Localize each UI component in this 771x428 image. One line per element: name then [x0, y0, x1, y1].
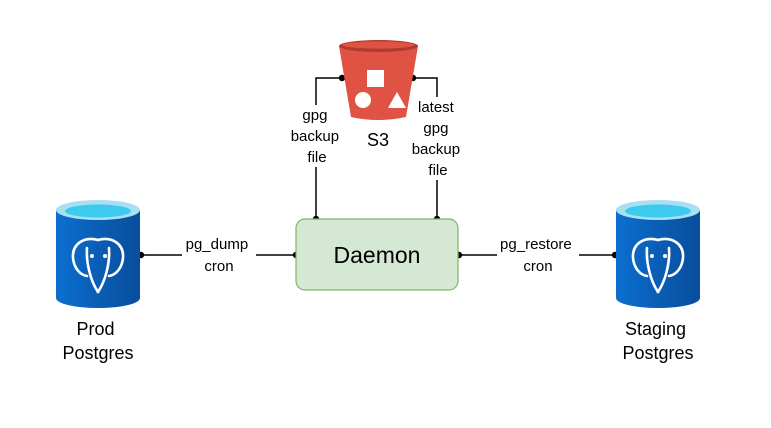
daemon-label: Daemon [334, 242, 421, 268]
edge-label-latest-gpg-backup-file: latest gpg backup file [412, 99, 465, 179]
s3-node[interactable]: S3 [339, 40, 418, 150]
staging-postgres-label: Staging Postgres [622, 319, 693, 363]
edge-label-gpg-backup-file: gpg backup file [291, 107, 344, 166]
postgres-database-icon [56, 200, 140, 308]
daemon-node[interactable]: Daemon [295, 218, 459, 291]
prod-postgres-node[interactable]: Prod Postgres [56, 200, 140, 363]
s3-bucket-icon [339, 40, 418, 120]
s3-label: S3 [367, 130, 389, 150]
postgres-database-icon [616, 200, 700, 308]
edge-label-pg-dump: pg_dump cron [186, 236, 253, 275]
staging-postgres-node[interactable]: Staging Postgres [616, 200, 700, 363]
prod-postgres-label: Prod Postgres [62, 319, 133, 363]
edge-label-pg-restore: pg_restore cron [500, 236, 576, 275]
